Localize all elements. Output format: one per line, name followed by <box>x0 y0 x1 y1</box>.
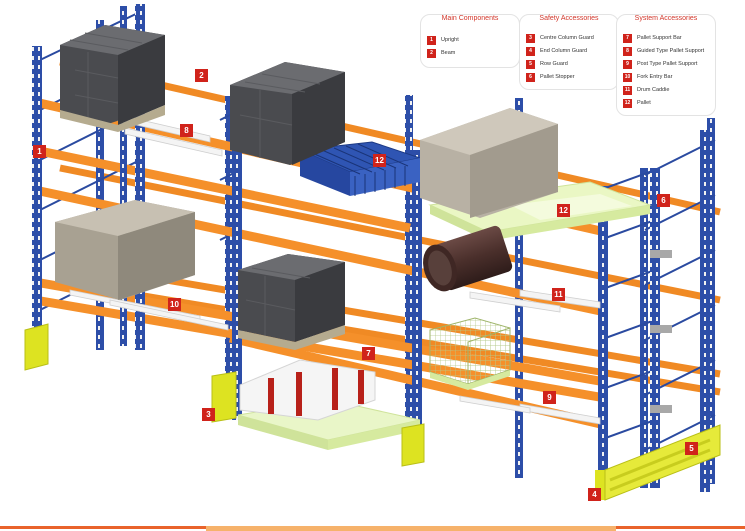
legend-item-beam: 2 Beam <box>427 48 527 58</box>
mesh-pallet <box>298 141 422 196</box>
callout-guided-support: 8 <box>180 124 193 137</box>
legend-item-pallet-stopper: 6 Pallet Stopper <box>526 72 626 82</box>
legend-num-9: 9 <box>623 59 632 69</box>
legend-item-post-support: 9 Post Type Pallet Support <box>623 59 723 69</box>
legend-num-8: 8 <box>623 46 632 56</box>
load-bottom-middle <box>238 254 345 350</box>
legend-num-2: 2 <box>427 48 436 58</box>
callout-end-guard: 4 <box>588 488 601 501</box>
legend-label-row-guard: Row Guard <box>540 61 568 67</box>
legend-item-end-guard: 4 End Column Guard <box>526 46 626 56</box>
callout-fork-entry: 10 <box>168 298 181 311</box>
load-tan-left <box>55 200 195 300</box>
legend-item-upright: 1 Upright <box>427 35 527 45</box>
legend-system-title: System Accessories <box>634 15 698 22</box>
legend-num-4: 4 <box>526 46 535 56</box>
legend-label-beam: Beam <box>441 50 456 56</box>
legend-item-pallet: 12 Pallet <box>623 98 723 108</box>
legend-num-6: 6 <box>526 72 535 82</box>
bottom-highlight-bar <box>206 526 616 531</box>
legend-item-guided-support: 8 Guided Type Pallet Support <box>623 46 723 56</box>
load-top-middle <box>230 62 345 165</box>
stoppers <box>650 250 672 413</box>
legend-num-1: 1 <box>427 35 436 45</box>
legend-num-10: 10 <box>623 72 632 82</box>
legend-main-components: Main Components 1 Upright 2 Beam <box>420 14 520 68</box>
callout-wood-pallet: 12 <box>557 204 570 217</box>
legend-label-drum-caddie: Drum Caddie <box>637 87 670 93</box>
legend-label-pallet: Pallet <box>637 100 651 106</box>
callout-upright: 1 <box>33 145 46 158</box>
callout-pallet-stopper: 6 <box>657 194 670 207</box>
legend-label-guided-support: Guided Type Pallet Support <box>637 48 705 54</box>
uprights-back <box>96 20 715 488</box>
legend-label-end-guard: End Column Guard <box>540 48 588 54</box>
callout-post-support: 9 <box>543 391 556 404</box>
legend-num-3: 3 <box>526 33 535 43</box>
legend-safety-accessories: Safety Accessories 3 Centre Column Guard… <box>519 14 619 90</box>
mesh-cage <box>429 317 511 390</box>
legend-item-row-guard: 5 Row Guard <box>526 59 626 69</box>
legend-item-centre-guard: 3 Centre Column Guard <box>526 33 626 43</box>
legend-num-5: 5 <box>526 59 535 69</box>
legend-item-fork-entry: 10 Fork Entry Bar <box>623 72 723 82</box>
drum <box>423 225 513 292</box>
legend-main-title: Main Components <box>441 15 499 22</box>
floor-pallet-load <box>237 359 421 450</box>
legend-item-support-bar: 7 Pallet Support Bar <box>623 33 723 43</box>
legend-label-fork-entry: Fork Entry Bar <box>637 74 673 80</box>
load-top-left <box>60 25 165 132</box>
legend-num-12: 12 <box>623 98 632 108</box>
callout-row-guard: 5 <box>685 442 698 455</box>
callout-beam: 2 <box>195 69 208 82</box>
legend-label-post-support: Post Type Pallet Support <box>637 61 698 67</box>
legend-system-accessories: System Accessories 7 Pallet Support Bar … <box>616 14 716 116</box>
legend-num-11: 11 <box>623 85 632 95</box>
legend-label-upright: Upright <box>441 37 459 43</box>
legend-label-pallet-stopper: Pallet Stopper <box>540 74 575 80</box>
legend-label-centre-guard: Centre Column Guard <box>540 35 594 41</box>
load-tan-right <box>420 108 558 218</box>
legend-label-support-bar: Pallet Support Bar <box>637 35 682 41</box>
callout-support-bar: 7 <box>362 347 375 360</box>
callout-drum-caddie: 11 <box>552 288 565 301</box>
legend-item-drum-caddie: 11 Drum Caddie <box>623 85 723 95</box>
legend-safety-title: Safety Accessories <box>539 15 599 22</box>
callout-mesh-pallet: 12 <box>373 154 386 167</box>
callout-centre-guard: 3 <box>202 408 215 421</box>
wood-pallet <box>428 181 652 241</box>
legend-num-7: 7 <box>623 33 632 43</box>
